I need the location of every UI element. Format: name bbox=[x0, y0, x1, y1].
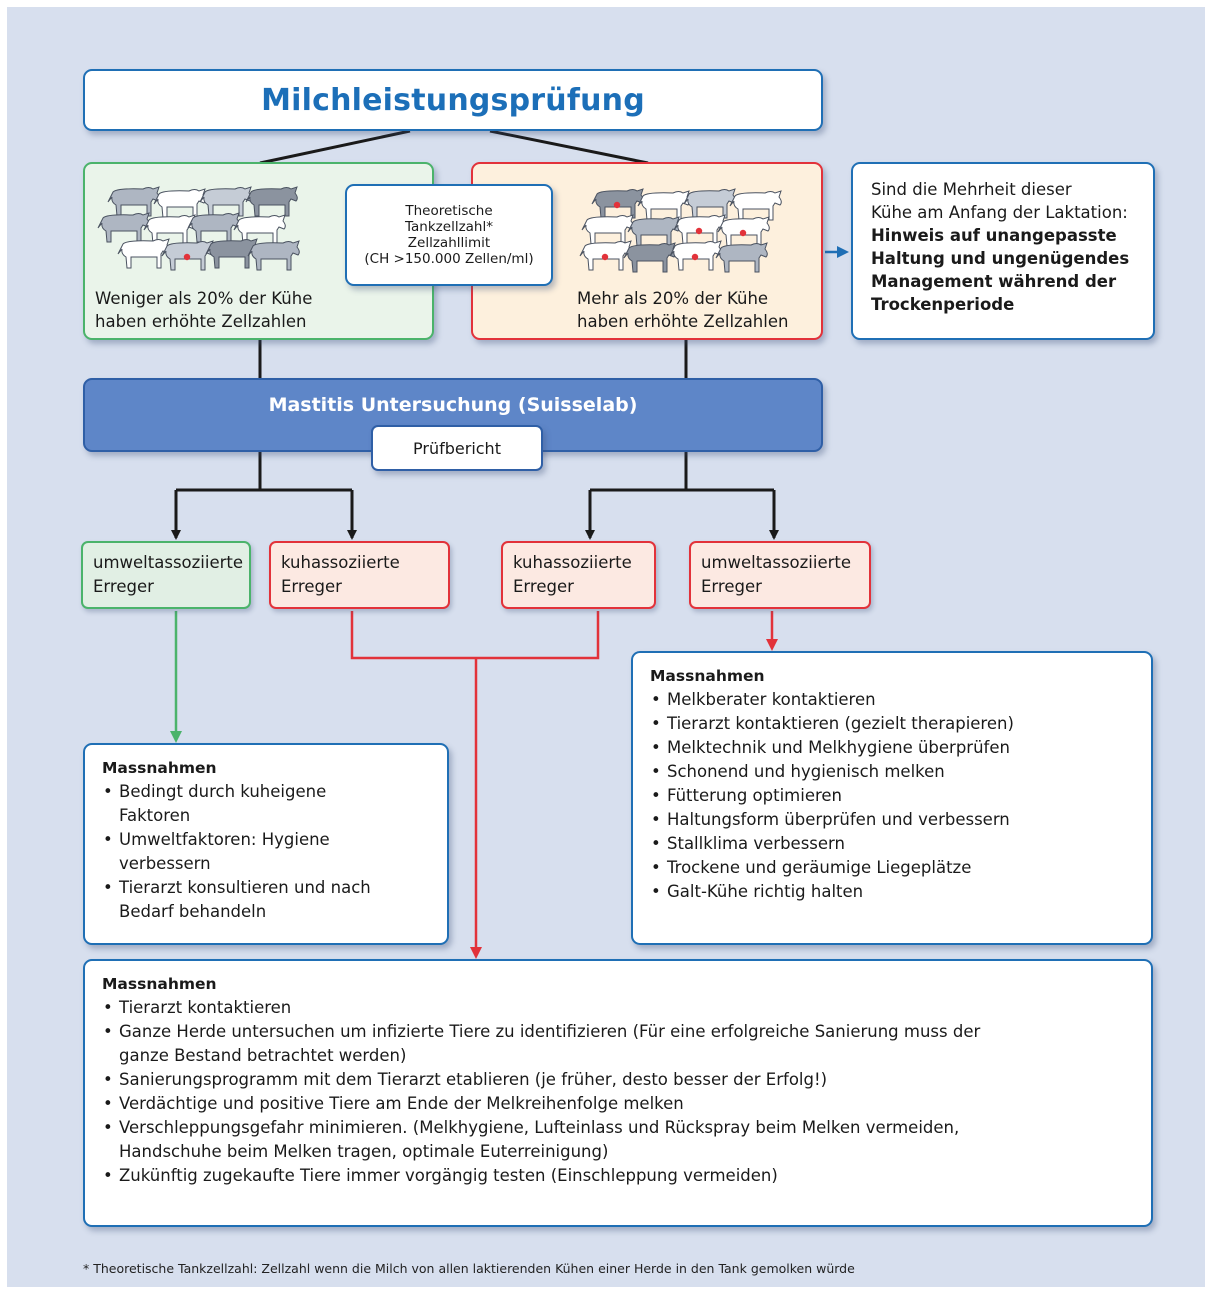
low-herd-text-line1: Weniger als 20% der Kühe bbox=[95, 289, 313, 308]
hint-line1: Sind die Mehrheit dieser bbox=[871, 180, 1072, 199]
tank-line4: (CH >150.000 Zellen/ml) bbox=[364, 251, 534, 267]
tank-cell-count-box: Theoretische Tankzellzahl* Zellzahllimit… bbox=[345, 184, 553, 286]
measures-list: Tierarzt kontaktieren Ganze Herde unters… bbox=[102, 996, 1151, 1188]
hint-bold2: Haltung und ungenügendes bbox=[871, 249, 1130, 268]
cow-icon bbox=[715, 242, 768, 273]
measures-heading: Massnahmen bbox=[650, 667, 765, 685]
measure-item: Melktechnik und Melkhygiene überprüfen bbox=[650, 736, 1151, 760]
infection-dot-icon bbox=[695, 227, 703, 235]
kuh-merge-lines bbox=[350, 611, 600, 660]
measures-heading: Massnahmen bbox=[102, 975, 217, 993]
lactation-hint-box: Sind die Mehrheit dieser Kühe am Anfang … bbox=[851, 162, 1155, 340]
mastitis-title: Mastitis Untersuchung (Suisselab) bbox=[268, 394, 638, 416]
pathogen-box-environmental-low: umweltassoziierte Erreger bbox=[81, 541, 251, 609]
pathogen-type: kuhassoziierte bbox=[281, 553, 400, 572]
test-report-box: Prüfbericht bbox=[371, 425, 543, 471]
low-cell-count-box: Weniger als 20% der Kühe haben erhöhte Z… bbox=[83, 162, 434, 340]
cow-icon bbox=[683, 188, 736, 219]
cow-herd-icon bbox=[97, 186, 300, 271]
title-to-low-line bbox=[259, 129, 411, 165]
hint-line2: Kühe am Anfang der Laktation: bbox=[871, 203, 1128, 222]
measures-list: Melkberater kontaktieren Tierarzt kontak… bbox=[650, 688, 1151, 904]
title-box: Milchleistungsprüfung bbox=[83, 69, 823, 131]
hint-bold3: Management während der bbox=[871, 272, 1117, 291]
pathogen-box-environmental-high: umweltassoziierte Erreger bbox=[689, 541, 871, 609]
measure-item: Haltungsform überprüfen und verbessern bbox=[650, 808, 1151, 832]
cow-icon bbox=[623, 242, 676, 273]
footnote: * Theoretische Tankzellzahl: Zellzahl we… bbox=[83, 1261, 855, 1276]
cow-icon bbox=[581, 214, 634, 245]
measure-item: Fütterung optimieren bbox=[650, 784, 1151, 808]
measure-item: Trockene und geräumige Liegeplätze bbox=[650, 856, 1151, 880]
measure-item: Melkberater kontaktieren bbox=[650, 688, 1151, 712]
cow-icon bbox=[717, 216, 770, 247]
measure-item: Zukünftig zugekaufte Tiere immer vorgäng… bbox=[102, 1164, 1151, 1188]
cow-icon bbox=[245, 186, 298, 217]
pathogen-type: umweltassoziierte bbox=[93, 553, 244, 572]
hint-bold4: Trockenperiode bbox=[871, 295, 1015, 314]
pathogen-box-cow-high: kuhassoziierte Erreger bbox=[501, 541, 656, 609]
cow-icon bbox=[97, 212, 150, 243]
infection-dot-icon bbox=[739, 229, 747, 237]
infection-dot-icon bbox=[613, 201, 621, 209]
test-report-label: Prüfbericht bbox=[413, 438, 501, 458]
cow-icon bbox=[637, 190, 690, 221]
measure-item: Tierarzt kontaktieren (gezielt therapier… bbox=[650, 712, 1151, 736]
tank-line3: Zellzahllimit bbox=[407, 235, 491, 251]
tank-line1: Theoretische bbox=[405, 203, 493, 219]
measures-box-environmental: Massnahmen Bedingt durch kuheigeneFaktor… bbox=[83, 743, 449, 945]
measure-item: Sanierungsprogramm mit dem Tierarzt etab… bbox=[102, 1068, 1151, 1092]
pathogen-label: Erreger bbox=[701, 577, 762, 596]
infection-dot-icon bbox=[691, 253, 699, 261]
measure-item: Ganze Herde untersuchen um infizierte Ti… bbox=[102, 1020, 1151, 1068]
tank-line2: Tankzellzahl* bbox=[405, 219, 493, 235]
pathogen-label: Erreger bbox=[513, 577, 574, 596]
pathogen-type: umweltassoziierte bbox=[701, 553, 852, 572]
diagram-title: Milchleistungsprüfung bbox=[261, 82, 645, 118]
measure-item: Verschleppungsgefahr minimieren. (Melkhy… bbox=[102, 1116, 1151, 1164]
infection-dot-icon bbox=[601, 253, 609, 261]
high-herd-text-line2: haben erhöhte Zellzahlen bbox=[577, 312, 789, 331]
pathogen-label: Erreger bbox=[281, 577, 342, 596]
cow-icon bbox=[153, 188, 206, 219]
cow-icon bbox=[247, 240, 300, 271]
infection-dot-icon bbox=[183, 253, 191, 261]
cow-icon bbox=[187, 212, 240, 243]
high-herd-text-line1: Mehr als 20% der Kühe bbox=[577, 289, 769, 308]
cow-icon bbox=[117, 238, 170, 269]
cow-icon bbox=[669, 240, 722, 271]
title-to-high-line bbox=[489, 129, 649, 165]
cow-icon bbox=[627, 216, 680, 247]
measures-heading: Massnahmen bbox=[102, 759, 217, 777]
left-branch-lines bbox=[176, 452, 352, 492]
low-herd-text-line2: haben erhöhte Zellzahlen bbox=[95, 312, 307, 331]
cow-herd-icon bbox=[579, 188, 782, 273]
measure-item: Verdächtige und positive Tiere am Ende d… bbox=[102, 1092, 1151, 1116]
cow-icon bbox=[107, 186, 160, 217]
cow-icon bbox=[233, 214, 286, 245]
measure-item: Schonend und hygienisch melken bbox=[650, 760, 1151, 784]
pathogen-label: Erreger bbox=[93, 577, 154, 596]
hint-bold1: Hinweis auf unangepasste bbox=[871, 226, 1117, 245]
right-branch-lines bbox=[590, 452, 774, 492]
measures-box-management: Massnahmen Melkberater kontaktieren Tier… bbox=[631, 651, 1153, 945]
cow-icon bbox=[673, 214, 726, 245]
measures-box-cow-associated: Massnahmen Tierarzt kontaktieren Ganze H… bbox=[83, 959, 1153, 1227]
cow-icon bbox=[161, 240, 214, 271]
measure-item: Galt-Kühe richtig halten bbox=[650, 880, 1151, 904]
cow-icon bbox=[579, 240, 632, 271]
cow-icon bbox=[199, 186, 252, 217]
pathogen-type: kuhassoziierte bbox=[513, 553, 632, 572]
cow-icon bbox=[729, 190, 782, 221]
cow-icon bbox=[591, 188, 644, 219]
measure-item: Tierarzt kontaktieren bbox=[102, 996, 1151, 1020]
cow-icon bbox=[143, 214, 196, 245]
measure-item: Stallklima verbessern bbox=[650, 832, 1151, 856]
pathogen-box-cow-low: kuhassoziierte Erreger bbox=[269, 541, 450, 609]
